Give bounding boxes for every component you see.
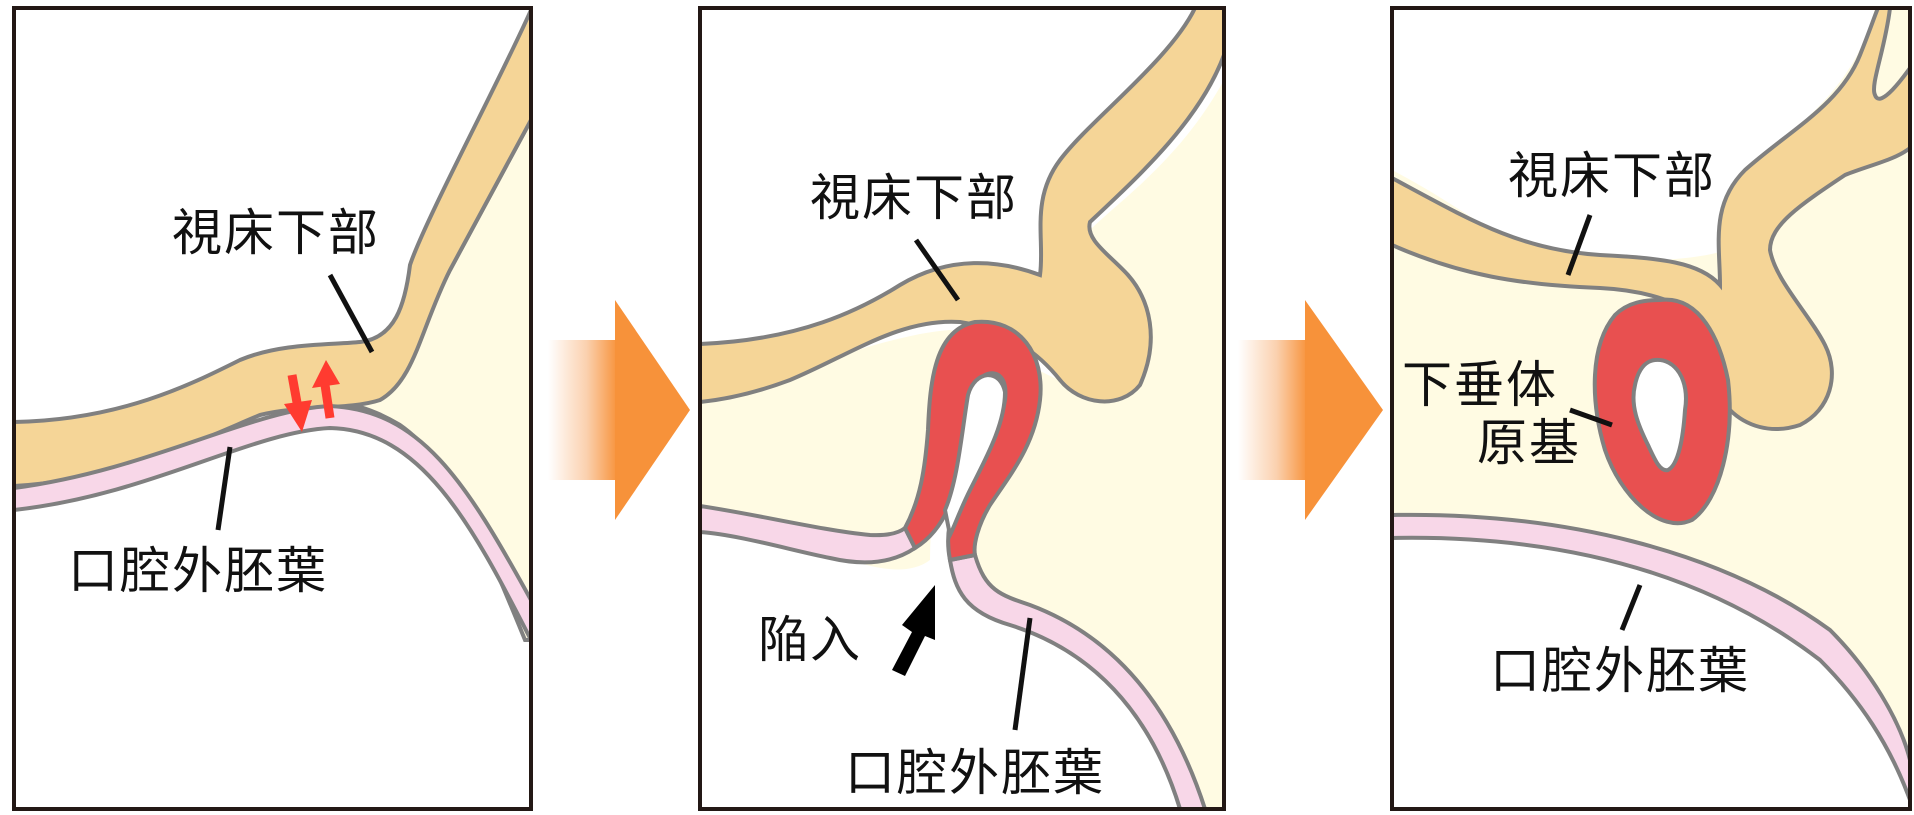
panel-3: 視床下部 下垂体 原基 口腔外胚葉 [1392, 8, 1910, 809]
hypothalamus-label: 視床下部 [1508, 147, 1716, 205]
oral-ectoderm-label: 口腔外胚葉 [1490, 642, 1750, 700]
invagination-label: 陥入 [758, 611, 862, 669]
hypothalamus-label: 視床下部 [172, 204, 380, 262]
pituitary-primordium-label-line1: 下垂体 [1402, 356, 1558, 414]
panel-2: 視床下部 陥入 口腔外胚葉 [700, 8, 1224, 809]
hypothalamus-label: 視床下部 [810, 169, 1018, 227]
transition-arrow-1 [548, 300, 690, 520]
oral-ectoderm-label: 口腔外胚葉 [68, 542, 328, 600]
panel-1: 視床下部 口腔外胚葉 [14, 8, 531, 809]
transition-arrow-2 [1238, 300, 1383, 520]
pituitary-primordium-label-line2: 原基 [1477, 414, 1581, 472]
oral-ectoderm-label: 口腔外胚葉 [845, 744, 1105, 802]
